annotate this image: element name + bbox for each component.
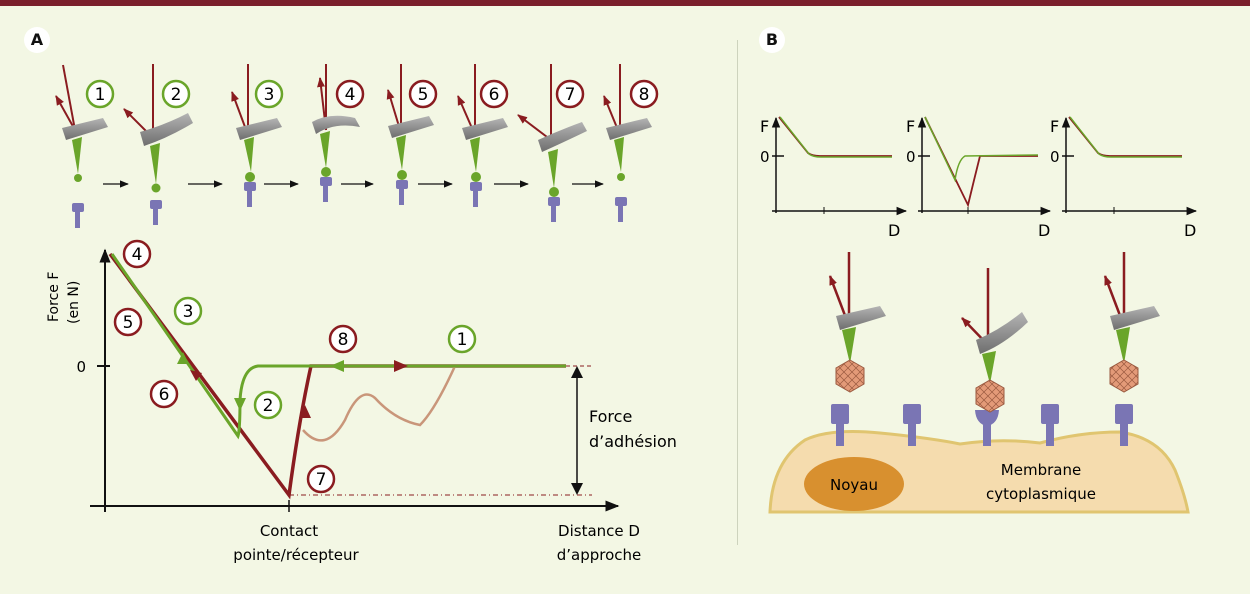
- graph-step-3: 3: [183, 302, 194, 322]
- step-circle-8: [629, 79, 659, 109]
- mini-graph-2: F 0 D: [906, 116, 1052, 240]
- receptors: [831, 404, 1133, 446]
- tip-step-4: [312, 64, 360, 202]
- y-axis-label: Force F: [46, 272, 62, 322]
- tip-step-8: [603, 64, 652, 222]
- step-label-7: 7: [565, 85, 576, 105]
- graph-step-8: 8: [338, 330, 349, 350]
- step-label-2: 2: [171, 85, 182, 105]
- adhesion-label-line2: d’adhésion: [589, 432, 677, 451]
- direction-arrow: [299, 405, 311, 418]
- receptor: [1115, 404, 1133, 446]
- step-label-8: 8: [639, 85, 650, 105]
- panel-label-b: B: [759, 27, 785, 53]
- tip-step-1: [55, 64, 108, 228]
- graph-step-1: 1: [457, 330, 468, 350]
- step-label-3: 3: [264, 85, 275, 105]
- x-axis-label-line2: d’approche: [557, 546, 642, 564]
- panel-divider: [737, 40, 738, 545]
- x-axis-label: Distance D: [558, 522, 640, 540]
- step-circle-5: [408, 79, 438, 109]
- receptor: [903, 404, 921, 446]
- receptor: [975, 410, 999, 446]
- mini-graph-2-f: F: [906, 117, 915, 136]
- panel-label-a: A: [24, 27, 50, 53]
- step-circle-3: [254, 79, 284, 109]
- membrane-label: Membrane: [1001, 461, 1081, 479]
- tip-step-3: [231, 64, 282, 207]
- step-label-4: 4: [345, 85, 356, 105]
- graph-step-6: 6: [159, 385, 170, 405]
- step-circle-1: [85, 79, 115, 109]
- cell: Noyau Membrane cytoplasmique: [768, 430, 1190, 514]
- direction-arrow: [394, 360, 408, 372]
- mini-graph-3-f: F: [1050, 117, 1059, 136]
- zero-label: 0: [76, 358, 86, 376]
- mini-graph-1: F 0 D: [760, 116, 908, 240]
- mini-graph-2-zero: 0: [906, 148, 916, 166]
- mini-graph-1-d: D: [888, 221, 900, 240]
- top-accent-bar: [0, 0, 1250, 6]
- virus-tip-2: [961, 268, 1028, 413]
- mini-graph-3-zero: 0: [1050, 148, 1060, 166]
- tip-step-5: [386, 64, 434, 205]
- graph-step-2: 2: [263, 396, 274, 416]
- mini-graph-1-zero: 0: [760, 148, 770, 166]
- mini-graph-3: F 0 D: [1050, 116, 1198, 240]
- step-label-6: 6: [489, 85, 500, 105]
- mini-graph-2-d: D: [1038, 221, 1050, 240]
- contact-label: Contact: [260, 522, 318, 540]
- mini-graph-3-d: D: [1184, 221, 1196, 240]
- step-label-1: 1: [95, 85, 106, 105]
- force-distance-graph: Force F (en N) 0 Contact pointe/récepteu…: [46, 239, 677, 564]
- virus-tip-1: [828, 252, 886, 393]
- direction-arrow: [177, 352, 189, 364]
- step-label-5: 5: [418, 85, 429, 105]
- graph-step-5: 5: [123, 313, 134, 333]
- mini-graph-1-f: F: [760, 117, 769, 136]
- step-circle-6: [479, 79, 509, 109]
- contact-label-line2: pointe/récepteur: [233, 546, 359, 564]
- y-axis-unit: (en N): [66, 281, 82, 324]
- direction-arrow: [234, 398, 246, 411]
- adhesion-arrowhead-bottom: [571, 483, 583, 495]
- multiple-rupture-curve: [302, 365, 457, 442]
- retraction-curve: [108, 252, 566, 500]
- nucleus: [804, 457, 904, 511]
- receptor: [831, 404, 849, 446]
- direction-arrow: [330, 360, 344, 372]
- nucleus-label: Noyau: [830, 476, 878, 494]
- receptor: [1041, 404, 1059, 446]
- tip-step-6: [457, 64, 508, 207]
- tip-step-2: [123, 64, 193, 225]
- graph-step-7: 7: [316, 470, 327, 490]
- direction-arrow: [190, 370, 202, 381]
- step-circle-4: [335, 79, 365, 109]
- step-circle-7: [555, 79, 585, 109]
- step-labels-top: 1 2 3 4 5 6 7 8: [85, 79, 659, 109]
- step-circle-2: [161, 79, 191, 109]
- tip-sequence: [55, 64, 652, 228]
- membrane-label-line2: cytoplasmique: [986, 485, 1096, 503]
- adhesion-label: Force: [589, 407, 632, 426]
- graph-step-4: 4: [132, 245, 143, 265]
- virus-tip-3: [1103, 252, 1160, 393]
- tip-step-7: [517, 64, 587, 222]
- adhesion-arrowhead-top: [571, 366, 583, 378]
